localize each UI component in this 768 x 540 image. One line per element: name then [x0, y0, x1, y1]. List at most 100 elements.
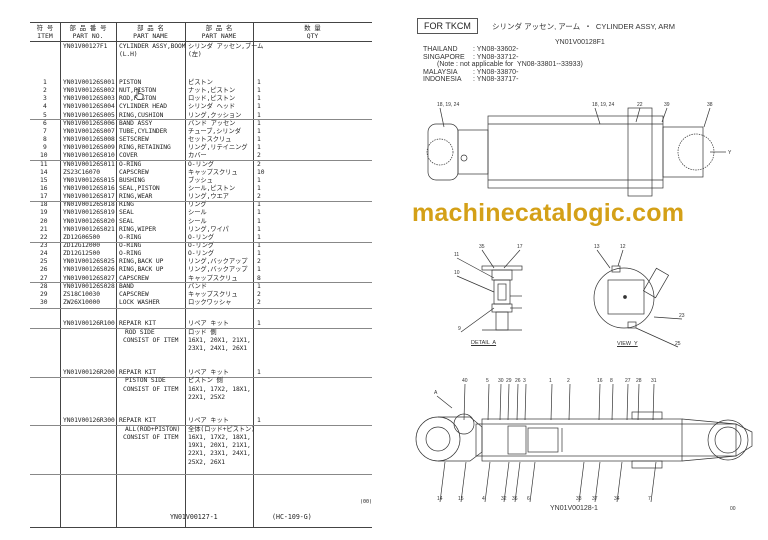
- item-number: 11: [40, 160, 48, 168]
- detail-a-view: [481, 265, 523, 331]
- consist-items: 22X1, 23X1, 24X1,: [188, 450, 251, 458]
- serial-range: : YN08-33712-: [473, 53, 519, 61]
- assembly-name-sub: (L.H): [119, 51, 138, 58]
- part-number: YN01V00126S005: [63, 111, 115, 119]
- leader-line: [626, 383, 629, 421]
- leader-line: [463, 383, 466, 421]
- leader-line: [460, 461, 467, 503]
- serial-range: : YN08-33717-: [473, 76, 519, 83]
- repair-kit-name-jp: リペア キット: [188, 368, 229, 376]
- part-name: RING,BACK UP: [119, 258, 164, 266]
- watermark: machinecatalogic.com: [412, 199, 685, 227]
- item-number: 30: [40, 299, 48, 307]
- assembly-jp-sub: (左): [188, 51, 202, 58]
- leader-line: [568, 383, 571, 421]
- repair-kit-name: REPAIR KIT: [119, 417, 156, 424]
- header-partno-jp: 部 品 番 号: [69, 24, 107, 32]
- leader-line: [703, 107, 711, 128]
- item-number: 19: [40, 209, 48, 217]
- leader-line: [436, 395, 453, 409]
- consist-items: 25X2, 26X1: [188, 458, 225, 466]
- part-name: CAPSCREW: [119, 168, 149, 176]
- item-number: 4: [43, 103, 47, 111]
- repair-kit-side: ALL(ROD+PISTON): [125, 425, 181, 433]
- leader-line: [637, 383, 640, 421]
- quantity: 1: [257, 87, 261, 95]
- callout-25: 25: [675, 341, 681, 347]
- part-name-jp: シール: [188, 209, 207, 217]
- part-number: YN01V00126S007: [63, 127, 115, 135]
- quantity: 1: [257, 184, 261, 192]
- quantity: 1: [257, 233, 261, 241]
- leader-line: [481, 249, 495, 269]
- part-name: RING,CUSHION: [119, 111, 164, 119]
- part-name: COVER: [119, 152, 138, 160]
- callout-22: 22: [637, 102, 643, 108]
- country: INDONESIA: [423, 76, 462, 83]
- leader-line: [598, 383, 601, 421]
- part-number: YN01V00126S011: [63, 160, 115, 168]
- callout-26: 26: [515, 378, 521, 384]
- part-name: SETSCREW: [119, 136, 149, 144]
- quantity: 1: [257, 111, 261, 119]
- quantity: 1: [257, 282, 261, 290]
- serial-range: : YN08-33870-: [473, 68, 519, 76]
- item-number: 3: [43, 95, 47, 103]
- country: MALAYSIA: [423, 68, 458, 76]
- item-number: 16: [40, 184, 48, 192]
- repair-kit-name-jp: リペア キット: [188, 417, 229, 424]
- part-name-jp: O-リング: [188, 242, 214, 249]
- part-name: O-RING: [119, 242, 142, 249]
- repair-kit-part-number: YN01V00126R300: [63, 417, 115, 424]
- quantity: 1: [257, 201, 261, 209]
- part-number: YN01V00126S015: [63, 176, 115, 184]
- quantity: 2: [257, 290, 261, 298]
- callout-34: 34: [614, 496, 620, 502]
- quantity: 8: [257, 274, 261, 282]
- serial-row: INDONESIA : YN08-33717-: [423, 76, 518, 83]
- quantity: 1: [257, 79, 261, 86]
- repair-kit-quantity: 1: [257, 368, 261, 376]
- consist-items: 16X1, 17X2, 18X1,: [188, 434, 251, 441]
- consist-of-label: CONSIST OF ITEM: [123, 385, 179, 393]
- leader-line: [635, 107, 641, 123]
- callout-7: 7: [648, 496, 651, 502]
- country: THAILAND: [423, 46, 458, 53]
- diagram-rev: 00: [730, 506, 736, 512]
- quantity: 2: [257, 193, 261, 201]
- part-number: YN01V00126S003: [63, 95, 115, 103]
- hand-cursor-icon: [134, 88, 144, 100]
- callout-29: 29: [506, 378, 512, 384]
- part-name: PISTON: [119, 79, 142, 86]
- callout-16: 16: [597, 378, 603, 384]
- repair-kit-side: ROD SIDE: [125, 328, 155, 336]
- leader-line: [439, 107, 445, 128]
- part-number: YN01V00126S008: [63, 136, 115, 144]
- part-name-jp: シリンダ ヘッド: [188, 103, 236, 111]
- part-name: SEAL: [119, 217, 134, 225]
- leader-line: [594, 461, 601, 503]
- callout-13: 13: [594, 244, 600, 250]
- quantity: 1: [257, 209, 261, 217]
- repair-kit-quantity: 1: [257, 320, 261, 328]
- leader-line: [514, 461, 521, 503]
- callout-Y: Y: [728, 150, 732, 156]
- part-number: ZS23C16070: [63, 168, 100, 176]
- quantity: 10: [257, 168, 265, 176]
- header-item-jp: 符 号: [36, 24, 54, 32]
- consist-items: 19X1, 20X1, 21X1,: [188, 442, 251, 450]
- part-name-jp: キャップスクリュ: [188, 290, 238, 298]
- callout-39: 39: [664, 102, 670, 108]
- part-number: YN01V00126S004: [63, 103, 115, 111]
- part-name-jp: ロッド,ピストン: [188, 95, 236, 103]
- part-name: BAND: [119, 282, 134, 290]
- diagram-title: シリンダ アッセン, アーム ・ CYLINDER ASSY, ARM: [492, 22, 675, 31]
- leader-line: [503, 461, 510, 503]
- part-name-jp: リング,バックアップ: [188, 266, 248, 274]
- item-number: 6: [43, 119, 47, 127]
- part-name: RING: [119, 201, 134, 209]
- repair-kit-part-number: YN01V00126R100: [63, 320, 115, 328]
- detail-a-label: DETAIL A: [471, 340, 497, 346]
- item-number: 20: [40, 217, 48, 225]
- part-name: O-RING: [119, 250, 142, 258]
